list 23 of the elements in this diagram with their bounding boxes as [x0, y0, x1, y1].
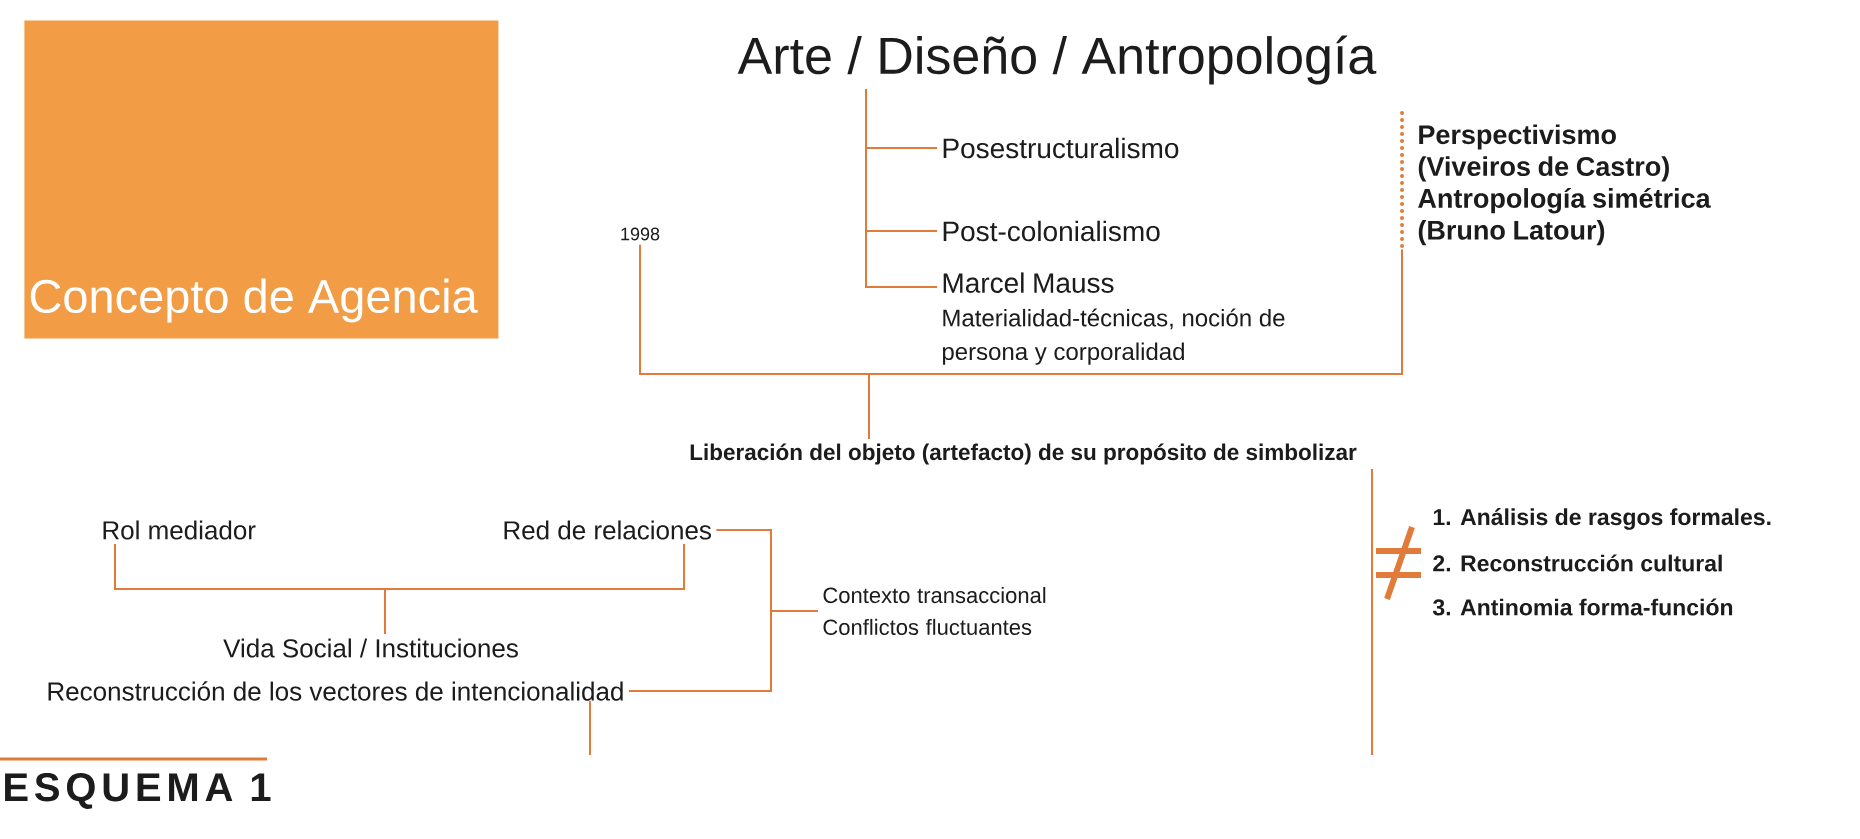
connector-line — [868, 248, 1403, 440]
list-item: 2. Reconstrucción cultural — [1433, 554, 1722, 572]
statement-text: Liberación del objeto (artefacto) de su propósito de simbolizar — [690, 443, 1357, 465]
year-label: 1998 — [621, 227, 660, 241]
list-item: 1. Análisis de rasgos formales. — [1433, 508, 1771, 530]
text-label: Post-colonialismo — [943, 220, 1160, 242]
text-label: Vida Social / Instituciones — [223, 638, 518, 658]
connector-line — [589, 700, 591, 756]
list-item: 3. Antinomia forma-función — [1432, 598, 1733, 616]
connector-line — [865, 87, 938, 288]
text-label: Perspectivismo (Viveiros de Castro) Antropología simétrica (Bruno Latour) — [1418, 124, 1711, 246]
text-label: Marcel Mauss Materialidad-técnicas, noción de persona y corporalidad — [942, 272, 1285, 365]
heading: Arte / Diseño / Antropología — [737, 35, 1377, 85]
text-label: Posestructuralismo — [943, 137, 1179, 159]
text-label: Red de relaciones — [504, 520, 711, 540]
caption: ESQUEMA 1 — [5, 773, 271, 809]
text-label: Contexto transaccional Conflictos fluctuantes — [823, 586, 1046, 636]
connector-line — [1371, 468, 1373, 756]
connector-line — [627, 610, 819, 692]
text-label: Reconstrucción de los vectores de intencionalidad — [48, 681, 623, 701]
text-label: Rol mediador — [103, 520, 256, 540]
connector-line — [384, 542, 685, 636]
title-box: Concepto de Agencia — [24, 20, 499, 339]
